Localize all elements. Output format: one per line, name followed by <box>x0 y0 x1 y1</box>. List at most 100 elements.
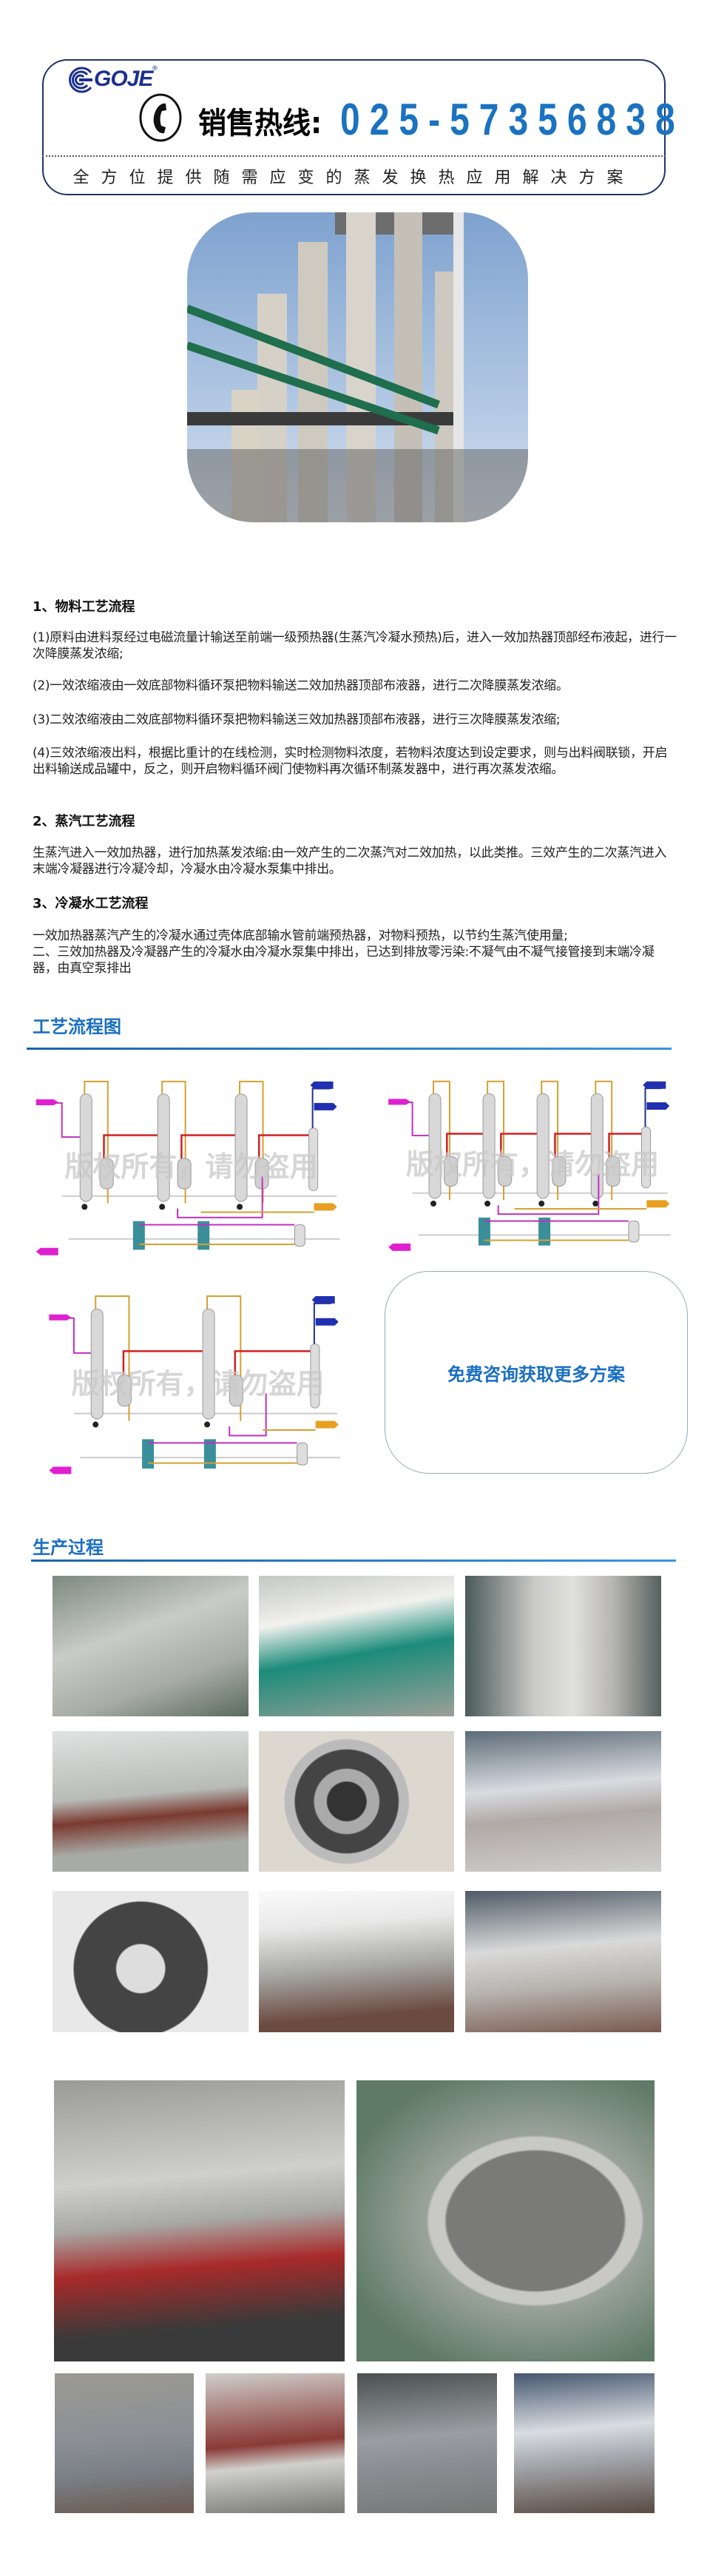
free-consult-button[interactable]: 免费咨询获取更多方案 <box>385 1271 688 1474</box>
flow-diagram-quad-effect: 版权所有，请勿盗用 <box>382 1078 683 1252</box>
coil-reactor-photo <box>465 1576 661 1716</box>
pump-icon <box>484 1200 491 1207</box>
product-pipe <box>497 1173 600 1215</box>
condensate-outlet-arrow <box>388 1243 411 1251</box>
vessel-assembly-photo <box>259 1891 454 2032</box>
long-heat-exchanger-photo <box>53 1731 248 1872</box>
pump-icon <box>159 1204 166 1210</box>
material-step-3: (3)二效浓缩液由二效底部物料循环泵把物料输送三效加热器顶部布液器，进行三次降膜… <box>33 712 561 727</box>
header-banner <box>42 59 666 195</box>
condensate-tank <box>297 1442 308 1466</box>
pump-icon <box>592 1200 599 1207</box>
steam-pipe <box>67 1317 96 1354</box>
red-tanks-photo <box>206 2373 345 2513</box>
plate-heat-exchanger <box>132 1221 145 1250</box>
condensate-line-2: 二、三效加热器及冷凝器产生的冷凝水由冷凝水泵集中排出，已达到排放零污染:不凝气由… <box>33 945 655 976</box>
separator-vessel <box>99 1158 114 1190</box>
plate-heat-exchanger <box>142 1439 155 1469</box>
steam-inlet-arrow <box>36 1099 58 1106</box>
product-outlet-arrow <box>315 1420 339 1429</box>
vapor-pipe <box>608 1133 650 1157</box>
material-pipe <box>161 1080 186 1204</box>
vapor-pipe <box>500 1133 542 1157</box>
steam-process-heading: 2、蒸汽工艺流程 <box>33 814 135 829</box>
material-pipe <box>95 1295 130 1421</box>
evaporator-column <box>428 1093 442 1199</box>
separator-vessel <box>177 1158 192 1190</box>
evaporator-column <box>590 1093 604 1199</box>
separator-vessel <box>552 1156 567 1187</box>
vapor-pipe <box>234 1350 319 1375</box>
goje-logo[interactable]: GOJE ® <box>66 65 158 95</box>
steam-pipe <box>55 1102 85 1138</box>
separator-vessel <box>606 1156 621 1187</box>
product-outlet-arrow <box>646 1200 670 1208</box>
phone-icon <box>139 93 182 142</box>
material-step-2: (2)一效浓缩液由一效底部物料循环泵把物料输送二效加热器顶部布液器，进行二次降膜… <box>33 678 569 693</box>
evaporator-column <box>90 1308 104 1420</box>
logo-text: GOJE <box>94 67 153 91</box>
flow-diagram-heading: 工艺流程图 <box>33 1016 121 1037</box>
pump-icon <box>204 1421 211 1428</box>
gray-tank-photo-1 <box>55 2373 194 2513</box>
hotline-label: 销售热线: <box>198 107 322 141</box>
product-pipe <box>177 1176 263 1218</box>
steam-process-text: 生蒸汽进入一效加热器，进行加热蒸发浓缩:由一效产生的二次蒸汽对二效加热，以此类推… <box>33 846 667 877</box>
condensate-line-1: 一效加热器蒸汽产生的冷凝水通过壳体底部输水管前端预热器，对物料预热，以节约生蒸汽… <box>33 928 568 943</box>
steam-inlet-arrow <box>388 1099 411 1105</box>
pump-icon <box>81 1204 88 1210</box>
flow-heading-underline <box>27 1048 672 1050</box>
material-pipe <box>541 1080 559 1201</box>
material-pipe <box>206 1295 242 1421</box>
evaporator-hero-photo <box>187 212 528 522</box>
evaporator-column <box>234 1093 248 1202</box>
evaporator-column <box>79 1093 92 1202</box>
tube-bundle-photo <box>53 1891 248 2032</box>
pump-icon <box>92 1421 99 1428</box>
product-pipe <box>229 1393 267 1437</box>
tube-sheet-photo <box>259 1731 454 1872</box>
steam-pipe <box>406 1102 434 1136</box>
evaporator-column <box>482 1093 496 1199</box>
production-heading-underline <box>31 1560 676 1562</box>
tube-bundle-assembly-photo <box>356 2080 655 2361</box>
cooling-water-arrow <box>315 1318 339 1326</box>
condensate-outlet-arrow <box>49 1466 72 1474</box>
copyright-watermark: 版权所有，请勿盗用 <box>406 1148 659 1181</box>
cooling-water-arrow <box>310 1081 334 1089</box>
production-heading: 生产过程 <box>33 1537 104 1558</box>
tagline: 全方位提供随需应变的蒸发换热应用解决方案 <box>72 169 635 187</box>
cooling-water-arrow <box>314 1102 337 1110</box>
copyright-watermark: 版权所有，请勿盗用 <box>64 1150 317 1183</box>
vapor-pipe <box>446 1133 488 1157</box>
vapor-pipe <box>122 1350 208 1375</box>
material-pipe <box>239 1080 264 1204</box>
hotline-number[interactable]: 025-57356838 <box>340 95 685 145</box>
flow-diagram-triple-effect: 版权所有，请勿盗用 <box>30 1078 353 1257</box>
gray-tank-photo-2 <box>357 2373 497 2513</box>
separator-vessel <box>117 1375 132 1407</box>
flow-diagram-double-effect: 版权所有，请勿盗用 <box>43 1292 353 1476</box>
material-pipe <box>487 1080 505 1201</box>
rolled-steel-shells-photo <box>53 1576 248 1716</box>
separator-vessel <box>498 1156 513 1187</box>
pump-icon <box>538 1200 545 1207</box>
truck-loading-photo <box>54 2080 345 2361</box>
plate-heat-exchanger <box>538 1217 551 1246</box>
pump-icon <box>237 1204 243 1210</box>
plate-shearing-machine-photo <box>259 1576 454 1716</box>
material-pipe <box>595 1080 613 1201</box>
evaporator-body-photo <box>465 1731 661 1872</box>
condensate-tank <box>294 1224 305 1247</box>
cooling-water-arrow <box>646 1102 670 1110</box>
logo-mark-icon <box>69 67 92 93</box>
plate-heat-exchanger <box>203 1439 216 1469</box>
vapor-pipe <box>180 1134 240 1159</box>
cooling-water-arrow <box>643 1081 666 1089</box>
registered-mark: ® <box>152 65 158 73</box>
condensate-process-heading: 3、冷凝水工艺流程 <box>33 896 149 911</box>
plate-heat-exchanger <box>478 1217 490 1246</box>
gray-tank-photo-3 <box>514 2373 655 2513</box>
material-step-4: (4)三效浓缩液出料，根据比重计的在线检测，实时检测物料浓度，若物料浓度达到设定… <box>33 746 668 777</box>
material-pipe <box>84 1080 109 1204</box>
